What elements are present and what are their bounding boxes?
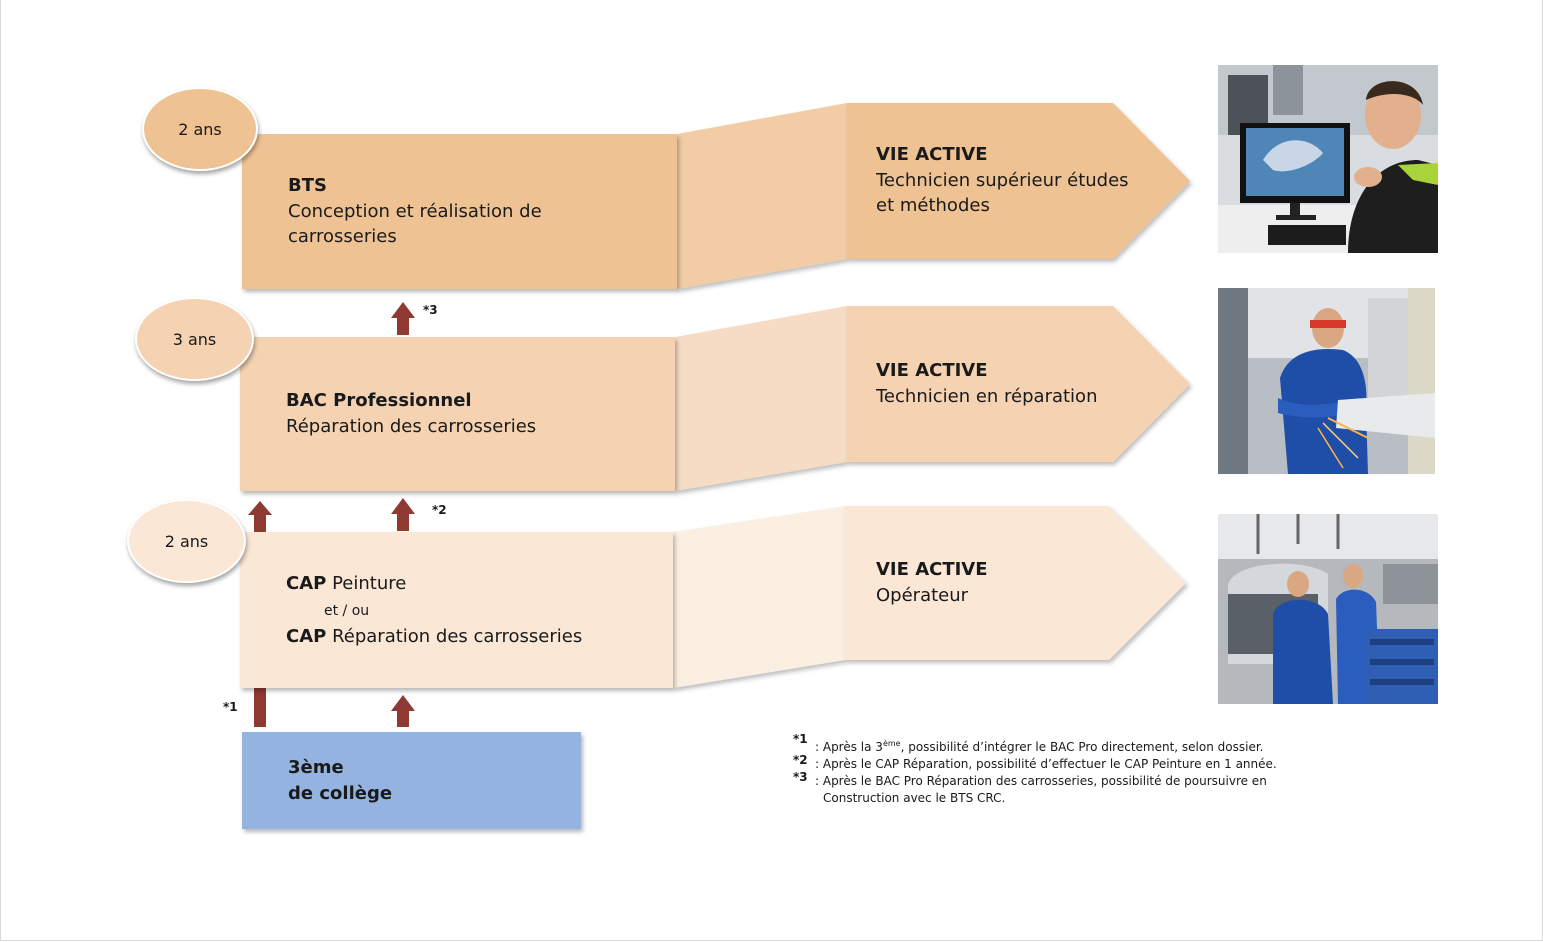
bts-text: BTS Conception et réalisation de carross…: [288, 173, 668, 250]
bac-career-arrow: [847, 306, 1190, 462]
college-box: [242, 732, 581, 829]
cap1-label: Peinture: [326, 573, 407, 594]
bts-line1: Conception et réalisation de: [288, 200, 542, 222]
footnote-3-text: : Après le BAC Pro Réparation des carros…: [815, 774, 1267, 788]
college-line2: de collège: [288, 782, 393, 804]
cap-connector-band: [673, 506, 845, 688]
bac-duration-badge: 3 ans: [135, 297, 254, 381]
bac-text: BAC Professionnel Réparation des carross…: [286, 388, 666, 439]
footnote-2-mark: *2: [793, 753, 808, 767]
bts-career-title: VIE ACTIVE: [876, 144, 988, 165]
cap-career-line1: Opérateur: [876, 584, 969, 606]
bac-career-text: VIE ACTIVE Technicien en réparation: [876, 358, 1166, 409]
cap-box: [240, 532, 673, 688]
bts-title: BTS: [288, 175, 327, 196]
cap-duration: 2 ans: [164, 531, 209, 551]
footnote-1-mark: *1: [793, 732, 808, 746]
arrow-up-bac-to-bts: [391, 302, 415, 335]
footnote-1-text-a: : Après la 3: [815, 740, 883, 754]
grinding-workshop-photo: [1218, 288, 1435, 474]
arrow-up-cap-to-bac: [391, 498, 415, 531]
footnote-2: *2 : Après le CAP Réparation, possibilit…: [793, 753, 1277, 773]
footnote-3-mark: *3: [793, 770, 808, 784]
marker-2: *2: [432, 503, 447, 517]
footnote-1-text-b: , possibilité d’intégrer le BAC Pro dire…: [900, 740, 1264, 754]
body-shop-team-photo: [1218, 514, 1438, 704]
footnote-3-continued: Construction avec le BTS CRC.: [793, 790, 1277, 807]
cap2-label: Réparation des carrosseries: [326, 626, 583, 647]
bts-connector-band: [677, 103, 847, 289]
bts-line2: carrosseries: [288, 226, 397, 247]
footnote-2-text: : Après le CAP Réparation, possibilité d…: [815, 757, 1277, 771]
bts-duration-badge: 2 ans: [142, 87, 258, 171]
bts-duration: 2 ans: [178, 119, 222, 139]
footnotes: *1 : Après la 3ème, possibilité d’intégr…: [793, 732, 1277, 807]
cap2-prefix: CAP: [286, 626, 327, 647]
bts-career-line2: et méthodes: [876, 195, 990, 216]
college-text: 3ème de collège: [288, 755, 392, 806]
cap-career-title: VIE ACTIVE: [876, 559, 988, 580]
bts-career-arrow: [847, 103, 1190, 259]
cad-workstation-photo: [1218, 65, 1438, 253]
footnote-1-sup: ème: [882, 739, 901, 748]
cap-career-arrow: [845, 506, 1186, 660]
bac-duration: 3 ans: [172, 329, 217, 349]
bac-career-title: VIE ACTIVE: [876, 360, 988, 381]
footnote-1: *1 : Après la 3ème, possibilité d’intégr…: [793, 732, 1277, 756]
marker-1: *1: [223, 700, 238, 714]
bts-box: [242, 134, 677, 289]
marker-3: *3: [423, 303, 438, 317]
footnote-3-text-cont: Construction avec le BTS CRC.: [823, 791, 1006, 805]
bts-career-line1: Technicien supérieur études: [876, 169, 1129, 191]
cap-duration-badge: 2 ans: [127, 499, 246, 583]
bac-title: BAC Professionnel: [286, 390, 472, 411]
college-line1: 3ème: [288, 757, 344, 778]
bac-career-line1: Technicien en réparation: [876, 385, 1098, 407]
cap-career-text: VIE ACTIVE Opérateur: [876, 557, 1166, 608]
cap1-prefix: CAP: [286, 573, 327, 594]
bts-career-text: VIE ACTIVE Technicien supérieur études e…: [876, 142, 1166, 219]
bac-connector-band: [675, 306, 847, 491]
bac-box: [240, 337, 675, 491]
arrow-up-college-to-cap: [391, 695, 415, 727]
cap-text: CAP Peinture et / ou CAP Réparation des …: [286, 571, 666, 650]
cap-connector-word: et / ou: [324, 602, 370, 619]
footnote-3: *3 : Après le BAC Pro Réparation des car…: [793, 770, 1277, 790]
bac-line1: Réparation des carrosseries: [286, 415, 537, 437]
